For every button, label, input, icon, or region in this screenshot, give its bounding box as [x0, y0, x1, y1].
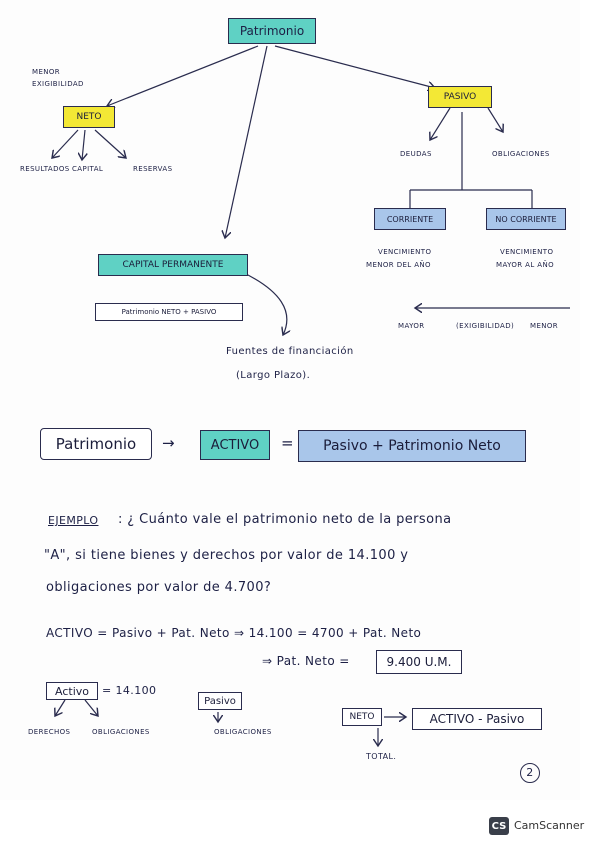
example-pasivo-box: Pasivo: [198, 692, 242, 710]
largo-plazo: (Largo Plazo).: [236, 370, 311, 381]
no-corriente-node: NO CORRIENTE: [486, 208, 566, 230]
fuentes-financiacion: Fuentes de financiación: [226, 346, 354, 357]
scale-mayor: MAYOR: [398, 322, 425, 330]
menor-exigibilidad-label-2: EXIGIBILIDAD: [32, 80, 84, 88]
diagram-connectors: [0, 45, 570, 800]
pasivo-child-deudas: DEUDAS: [400, 150, 432, 158]
result-box: 9.400 U.M.: [376, 650, 462, 674]
neto-child-resultados: RESULTADOS: [20, 165, 70, 173]
example-pasivo-child: OBLIGACIONES: [214, 728, 272, 736]
example-question-line-2: "A", si tiene bienes y derechos por valo…: [44, 548, 409, 563]
capital-formula-box: Patrimonio NETO + PASIVO: [95, 303, 243, 321]
example-activo-child-obligaciones: OBLIGACIONES: [92, 728, 150, 736]
patrimonio-node: Patrimonio: [228, 18, 316, 44]
example-question-line-3: obligaciones por valor de 4.700?: [46, 580, 272, 595]
equation-arrow: →: [162, 434, 175, 452]
no-corriente-note-1: VENCIMIENTO: [500, 248, 554, 256]
equation-patrimonio-box: Patrimonio: [40, 428, 152, 460]
pasivo-child-obligaciones: OBLIGACIONES: [492, 150, 550, 158]
capital-permanente-node: CAPITAL PERMANENTE: [98, 254, 248, 276]
example-label: EJEMPLO: [48, 514, 99, 527]
example-activo-value: = 14.100: [102, 684, 157, 697]
calc-line-1: ACTIVO = Pasivo + Pat. Neto ⇒ 14.100 = 4…: [46, 626, 422, 640]
camscanner-label: CamScanner: [514, 819, 585, 832]
neto-node: NETO: [63, 106, 115, 128]
corriente-node: CORRIENTE: [374, 208, 446, 230]
corriente-note-1: VENCIMIENTO: [378, 248, 432, 256]
pasivo-node: PASIVO: [428, 86, 492, 108]
example-neto-formula-box: ACTIVO - Pasivo: [412, 708, 542, 730]
equation-activo-box: ACTIVO: [200, 430, 270, 460]
scale-menor: MENOR: [530, 322, 559, 330]
equation-equals: =: [281, 434, 294, 452]
scanned-page: Patrimonio MENOR EXIGIBILIDAD NETO RESUL…: [0, 18, 570, 800]
camscanner-logo-icon: CS: [489, 817, 509, 835]
scale-exigibilidad: (EXIGIBILIDAD): [456, 322, 515, 330]
corriente-note-2: MENOR DEL AÑO: [366, 261, 431, 269]
example-activo-box: Activo: [46, 682, 98, 700]
neto-child-capital: CAPITAL: [72, 165, 104, 173]
example-question-line-1: : ¿ Cuánto vale el patrimonio neto de la…: [118, 512, 452, 527]
example-neto-child: TOTAL.: [366, 752, 397, 761]
page-number: 2: [520, 763, 540, 783]
example-neto-box: NETO: [342, 708, 382, 726]
no-corriente-note-2: MAYOR AL AÑO: [496, 261, 555, 269]
equation-right-box: Pasivo + Patrimonio Neto: [298, 430, 526, 462]
neto-child-reservas: RESERVAS: [133, 165, 173, 173]
menor-exigibilidad-label-1: MENOR: [32, 68, 61, 76]
example-activo-child-derechos: DERECHOS: [28, 728, 71, 736]
calc-line-2: ⇒ Pat. Neto =: [262, 654, 350, 668]
